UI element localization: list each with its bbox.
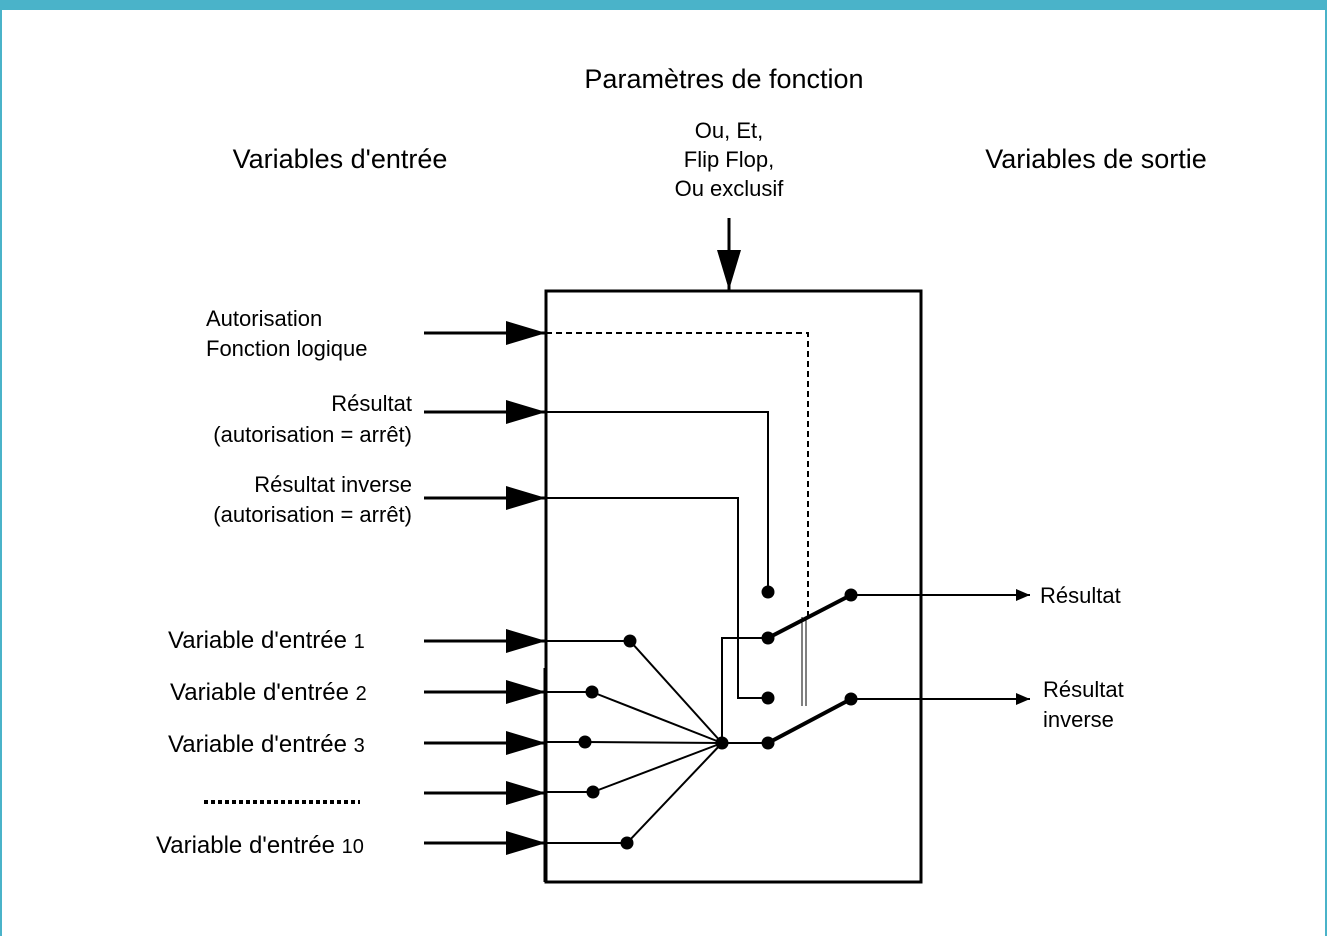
fan-10 (626, 742, 723, 844)
result-off-label-1: Résultat (331, 391, 412, 416)
inverse-output-label-1: Résultat (1043, 677, 1124, 702)
logic-to-result-contact (721, 637, 768, 743)
fan-n (592, 742, 723, 793)
result-output-label: Résultat (1040, 583, 1121, 608)
function-type-line-3: Ou exclusif (675, 176, 785, 201)
output-variables-title: Variables de sortie (985, 144, 1207, 174)
function-type-line-2: Flip Flop, (684, 147, 774, 172)
fan-1 (629, 640, 723, 744)
function-params-title: Paramètres de fonction (584, 64, 863, 94)
result-switch-arm (767, 593, 852, 640)
enable-label-1: Autorisation (206, 306, 322, 331)
contact-result-logic (761, 631, 775, 645)
function-type-line-1: Ou, Et, (695, 118, 763, 143)
inverse-switch-arm (767, 697, 852, 745)
junction-input-2 (585, 685, 599, 699)
fan-3 (584, 741, 723, 744)
input-variable-3-label: Variable d'entrée 3 (168, 731, 365, 758)
inverse-off-wire (546, 497, 768, 699)
junction-logic (715, 736, 729, 750)
enable-dashed-line (546, 332, 809, 617)
enable-label-2: Fonction logique (206, 336, 367, 361)
inverse-off-label-2: (autorisation = arrêt) (213, 502, 412, 527)
junction-input-10 (620, 836, 634, 850)
result-off-wire (546, 411, 769, 592)
fan-2 (591, 691, 723, 744)
contact-result-off (761, 585, 775, 599)
contact-inverse-off (761, 691, 775, 705)
logic-function-box (544, 289, 923, 884)
contact-inverse-logic (761, 736, 775, 750)
input-variable-2-label: Variable d'entrée 2 (170, 679, 367, 706)
result-off-label-2: (autorisation = arrêt) (213, 422, 412, 447)
junction-input-1 (623, 634, 637, 648)
input-variable-10-label: Variable d'entrée 10 (156, 832, 364, 859)
junction-input-3 (578, 735, 592, 749)
inverse-off-label-1: Résultat inverse (254, 472, 412, 497)
input-variables-title: Variables d'entrée (233, 144, 448, 174)
junction-input-n (586, 785, 600, 799)
input-variable-1-label: Variable d'entrée 1 (168, 627, 365, 654)
inverse-output-label-2: inverse (1043, 707, 1114, 732)
internal-wiring (546, 332, 809, 844)
